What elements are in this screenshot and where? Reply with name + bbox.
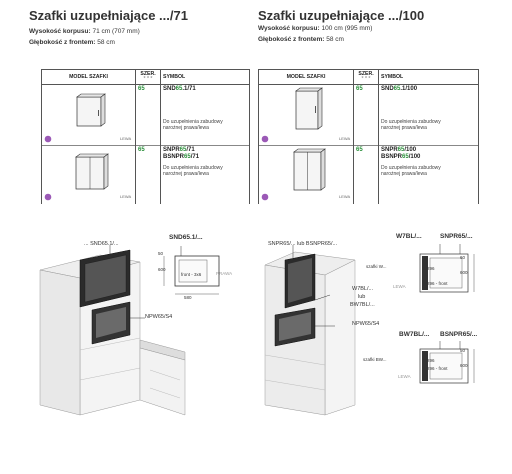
right-dim-front: 296 - front <box>427 281 448 286</box>
right-depth-label: Głębokość z frontem: <box>258 36 325 43</box>
left-detail-title: SND65.1/... <box>169 234 203 241</box>
right-title: Szafki uzupełniające .../100 <box>258 8 425 23</box>
left-row2-code: SNPR65/71 <box>163 147 195 153</box>
right-detail2-szafki: szafki BW... <box>363 357 387 362</box>
wall-cabinet-icon <box>44 93 106 143</box>
right-row1-note: Do uzupełnienia zabudowy narożnej prawa/… <box>381 119 441 131</box>
right-height-line: Wysokość korpusu: 100 cm (995 mm) <box>258 24 372 33</box>
right-row1-code: SND65.1/100 <box>381 86 418 92</box>
left-depth-line: Głębokość z frontem: 58 cm <box>29 38 115 47</box>
right-row2-note: Do uzupełnienia zabudowy narożnej prawa/… <box>381 165 441 177</box>
right-detail1-diagram <box>419 244 475 293</box>
right-depth-value: 58 cm <box>324 36 344 43</box>
right-detail1-lewa: LEWA <box>393 284 406 289</box>
right-detail1-title-b: SNPR65/... <box>440 233 473 240</box>
left-depth-label: Głębokość z frontem: <box>29 39 96 46</box>
right-row1-side: LEWA <box>339 136 351 141</box>
left-col-szer: SZER.* * * <box>135 69 161 85</box>
table-row: LEWA 65 SNPR65/100 BSNPR65/100 Do uzupeł… <box>258 145 479 204</box>
tall-cabinet-icon <box>261 148 326 201</box>
right-col-szer: SZER.* * * <box>353 69 379 85</box>
left-dim-600: 600 <box>158 267 166 272</box>
table-row: LEWA 65 SND65.1/100 Do uzupełnienia zabu… <box>258 84 479 146</box>
right-row2-szer: 65 <box>356 147 363 153</box>
right-detail2-diagram <box>419 341 475 384</box>
table-row: LEWA 65 SND65.1/71 Do uzupełnienia zabud… <box>41 84 250 146</box>
right-row2-code: SNPR65/100 <box>381 147 417 153</box>
right-dim-60: 60 <box>460 255 466 260</box>
left-row2-image: LEWA <box>41 145 136 204</box>
tall-cabinet-icon <box>261 87 323 143</box>
left-row2-szer: 65 <box>138 147 145 153</box>
left-spec-table: MODEL SZAFKI SZER.* * * SYMBOL LEWA 65 S… <box>41 69 250 204</box>
right-row2-code2: BSNPR65/100 <box>381 154 421 160</box>
left-drawing-label-npw: NPW65/S4 <box>145 314 173 320</box>
left-row1-szer: 65 <box>138 86 145 92</box>
left-title: Szafki uzupełniające .../71 <box>29 8 188 23</box>
right-drawing-label-w7bl: W7BL/... <box>352 286 374 292</box>
left-height-label: Wysokość korpusu: <box>29 28 91 35</box>
right-height-value: 100 cm (995 mm) <box>319 25 373 32</box>
right-dim-600: 600 <box>460 270 468 275</box>
left-row1-code: SND65.1/71 <box>163 86 196 92</box>
left-row1-image: LEWA <box>41 84 136 146</box>
right-depth-line: Głębokość z frontem: 58 cm <box>258 35 344 44</box>
right-detail2-title-b: BSNPR65/... <box>440 331 478 338</box>
right-col-model: MODEL SZAFKI <box>258 69 354 85</box>
right-col-symbol: SYMBOL <box>378 69 479 85</box>
right-detail1-szafki: szafki W... <box>366 264 387 269</box>
left-depth-value: 58 cm <box>95 39 115 46</box>
left-row2-note: Do uzupełnienia zabudowy narożnej prawa/… <box>163 165 223 177</box>
left-row1-side: LEWA <box>120 136 132 141</box>
right-kitchen-illustration <box>264 245 356 416</box>
right-dim-296: 296 <box>427 266 435 271</box>
right-detail2-title-a: BW7BL/... <box>399 331 430 338</box>
left-dim-50: 50 <box>158 251 164 256</box>
right-detail1-title-a: W7BL/... <box>396 233 422 240</box>
left-row1-note: Do uzupełnienia zabudowy narożnej prawa/… <box>163 119 223 131</box>
right-row2-side: LEWA <box>339 194 351 199</box>
right-row1-image: LEWA <box>258 84 354 146</box>
right-drawing-label-top: SNPR65/... lub BSNPR65/... <box>268 241 338 247</box>
right-spec-table: MODEL SZAFKI SZER.* * * SYMBOL LEWA 65 S… <box>258 69 479 204</box>
left-drawing-label-top: ... SND65.1/... <box>84 241 119 247</box>
right-drawing-label-npw: NPW65/S4 <box>352 321 380 327</box>
right-drawing-label-lub: lub <box>358 294 366 300</box>
left-dim-front: front - 3x6 <box>181 272 202 277</box>
table-row: LEWA 65 SNPR65/71 BSNPR65/71 Do uzupełni… <box>41 145 250 204</box>
right-row2-image: LEWA <box>258 145 354 204</box>
right-dim-frontb: 296 - front <box>427 366 448 371</box>
left-dim-prawa: PRAWA <box>216 271 233 276</box>
right-detail2-lewa: LEWA <box>398 374 411 379</box>
left-col-model: MODEL SZAFKI <box>41 69 136 85</box>
right-dim-600b: 600 <box>460 363 468 368</box>
right-drawing-label-bw7bl: BW7BL/... <box>350 302 375 308</box>
left-detail-diagram <box>163 246 220 295</box>
wall-cabinet-icon <box>44 153 109 201</box>
left-dim-580: 580 <box>184 295 192 300</box>
right-dim-50: 50 <box>460 348 466 353</box>
left-height-line: Wysokość korpusu: 71 cm (707 mm) <box>29 27 140 36</box>
left-row2-code2: BSNPR65/71 <box>163 154 200 160</box>
left-kitchen-illustration <box>39 245 186 416</box>
left-row2-side: LEWA <box>120 194 132 199</box>
right-height-label: Wysokość korpusu: <box>258 25 320 32</box>
right-row1-szer: 65 <box>356 86 363 92</box>
left-height-value: 71 cm (707 mm) <box>90 28 140 35</box>
left-col-symbol: SYMBOL <box>160 69 250 85</box>
right-dim-296b: 296 <box>427 358 435 363</box>
